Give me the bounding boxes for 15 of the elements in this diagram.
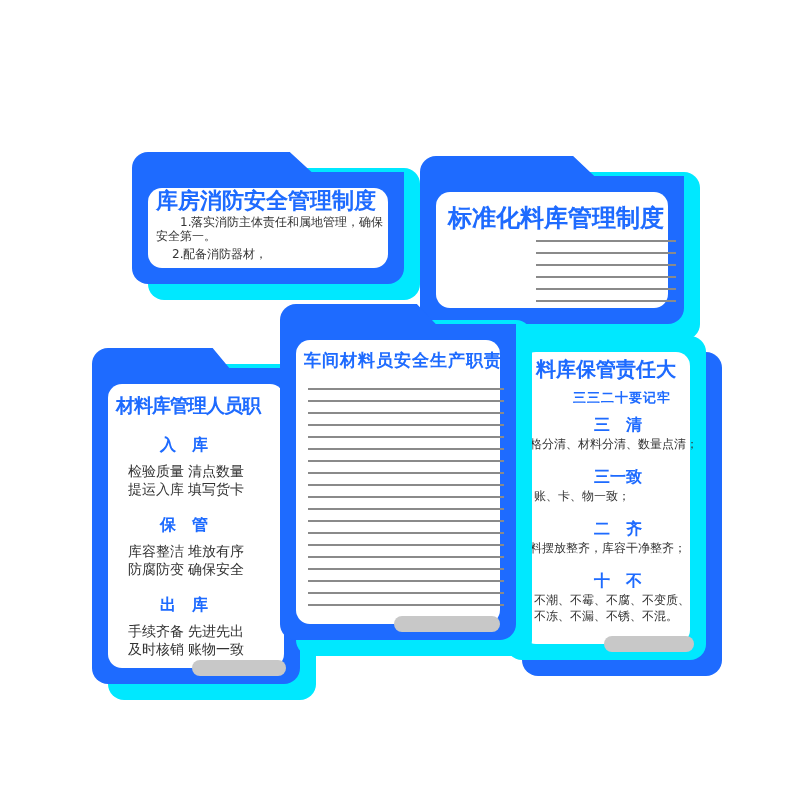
board-title: 标准化料库管理制度 [448, 204, 664, 233]
signboard [280, 304, 532, 656]
section-heading: 保 管 [157, 516, 210, 536]
signboard [132, 152, 420, 300]
board-title: 材料库管理人员职 [116, 396, 260, 419]
board-title: 车间材料员安全生产职责 [304, 352, 502, 373]
section-heading: 十 不 [592, 572, 644, 592]
section-heading: 入 库 [157, 436, 210, 456]
board-title: 料库保管责任大 [536, 360, 676, 384]
section-heading: 三一致 [592, 468, 644, 488]
section-heading: 三 清 [592, 416, 644, 436]
section-heading: 出 库 [158, 596, 210, 616]
signboard [420, 156, 700, 340]
section-heading: 二 齐 [592, 520, 644, 540]
board-title: 库房消防安全管理制度 [156, 190, 376, 216]
